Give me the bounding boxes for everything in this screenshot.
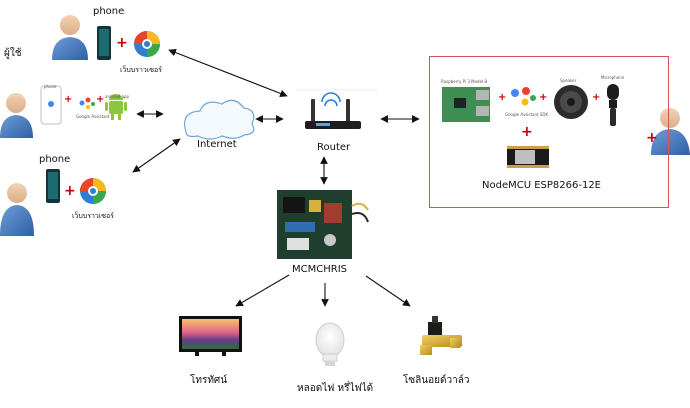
nodemcu-label: NodeMCU ESP8266-12E bbox=[482, 180, 602, 191]
assistant-phone-caption: phone bbox=[44, 84, 57, 89]
router-label: Router bbox=[317, 142, 351, 153]
user-icon-middle bbox=[0, 93, 33, 138]
plus-sign: + bbox=[521, 124, 533, 140]
user-icon-top bbox=[52, 15, 88, 60]
mic-caption: Microphone bbox=[601, 75, 625, 80]
speaker-caption: Speaker bbox=[560, 78, 577, 83]
gaiy-caption: Google Assistant SDK bbox=[505, 112, 549, 117]
google-home-caption: Google Assistant bbox=[76, 114, 110, 119]
nodemcu-board-icon bbox=[507, 146, 549, 168]
plus-sign: + bbox=[64, 94, 73, 105]
user-icon-bottom bbox=[0, 183, 34, 236]
assistant-phone-icon bbox=[40, 85, 62, 125]
android-caption: android app bbox=[105, 94, 129, 99]
users-label: ผู้ใช้ bbox=[4, 48, 22, 59]
controller-label: MCMCHRIS bbox=[292, 264, 347, 275]
internet-label: Internet bbox=[197, 139, 237, 150]
browser-icon-top bbox=[134, 31, 160, 57]
plus-sign: + bbox=[539, 92, 548, 103]
connection-arrows bbox=[132, 48, 420, 307]
user-icon-right bbox=[651, 108, 690, 155]
arrow-controller-valve bbox=[365, 275, 411, 307]
solenoid-valve-icon bbox=[420, 316, 462, 355]
android-icon bbox=[105, 94, 127, 120]
rpi-caption: Raspberry Pi 3 Model B bbox=[441, 79, 488, 84]
google-home-icon bbox=[79, 97, 95, 109]
television-icon bbox=[179, 316, 242, 356]
plus-sign: + bbox=[64, 183, 76, 199]
phone-label-top: phone bbox=[93, 6, 125, 17]
google-assistant-icon bbox=[511, 87, 536, 106]
arrow-browser-internet bbox=[132, 138, 181, 173]
light-bulb-icon bbox=[315, 322, 345, 366]
arrow-controller-tv bbox=[235, 274, 290, 307]
raspberry-pi-icon bbox=[442, 87, 490, 122]
arrow-browser-router bbox=[168, 48, 288, 98]
browser-label-bottom: เว็บบราวเซอร์ bbox=[72, 212, 114, 220]
browser-icon-bottom bbox=[80, 178, 106, 204]
router-icon bbox=[296, 89, 378, 140]
speaker-icon bbox=[554, 85, 588, 119]
smartphone-icon-top bbox=[97, 26, 111, 60]
microphone-icon bbox=[607, 84, 619, 126]
tv-label: โทรทัศน์ bbox=[190, 375, 228, 386]
plus-sign: + bbox=[116, 35, 128, 51]
plus-sign: + bbox=[96, 94, 105, 105]
plus-sign: + bbox=[592, 92, 601, 103]
bulb-label: หลอดไฟ หรี่ไฟได้ bbox=[297, 383, 374, 394]
plus-sign: + bbox=[498, 92, 507, 103]
phone-label-bottom: phone bbox=[39, 154, 71, 165]
internet-cloud-icon bbox=[184, 99, 255, 140]
controller-board-icon bbox=[277, 190, 369, 259]
browser-label-top: เว็บบราวเซอร์ bbox=[120, 66, 162, 74]
valve-label: โซลินอยด์วาล์ว bbox=[403, 375, 470, 386]
device-hub-box bbox=[429, 56, 669, 208]
smartphone-icon-bottom bbox=[46, 169, 60, 203]
plus-sign: + bbox=[646, 130, 658, 146]
